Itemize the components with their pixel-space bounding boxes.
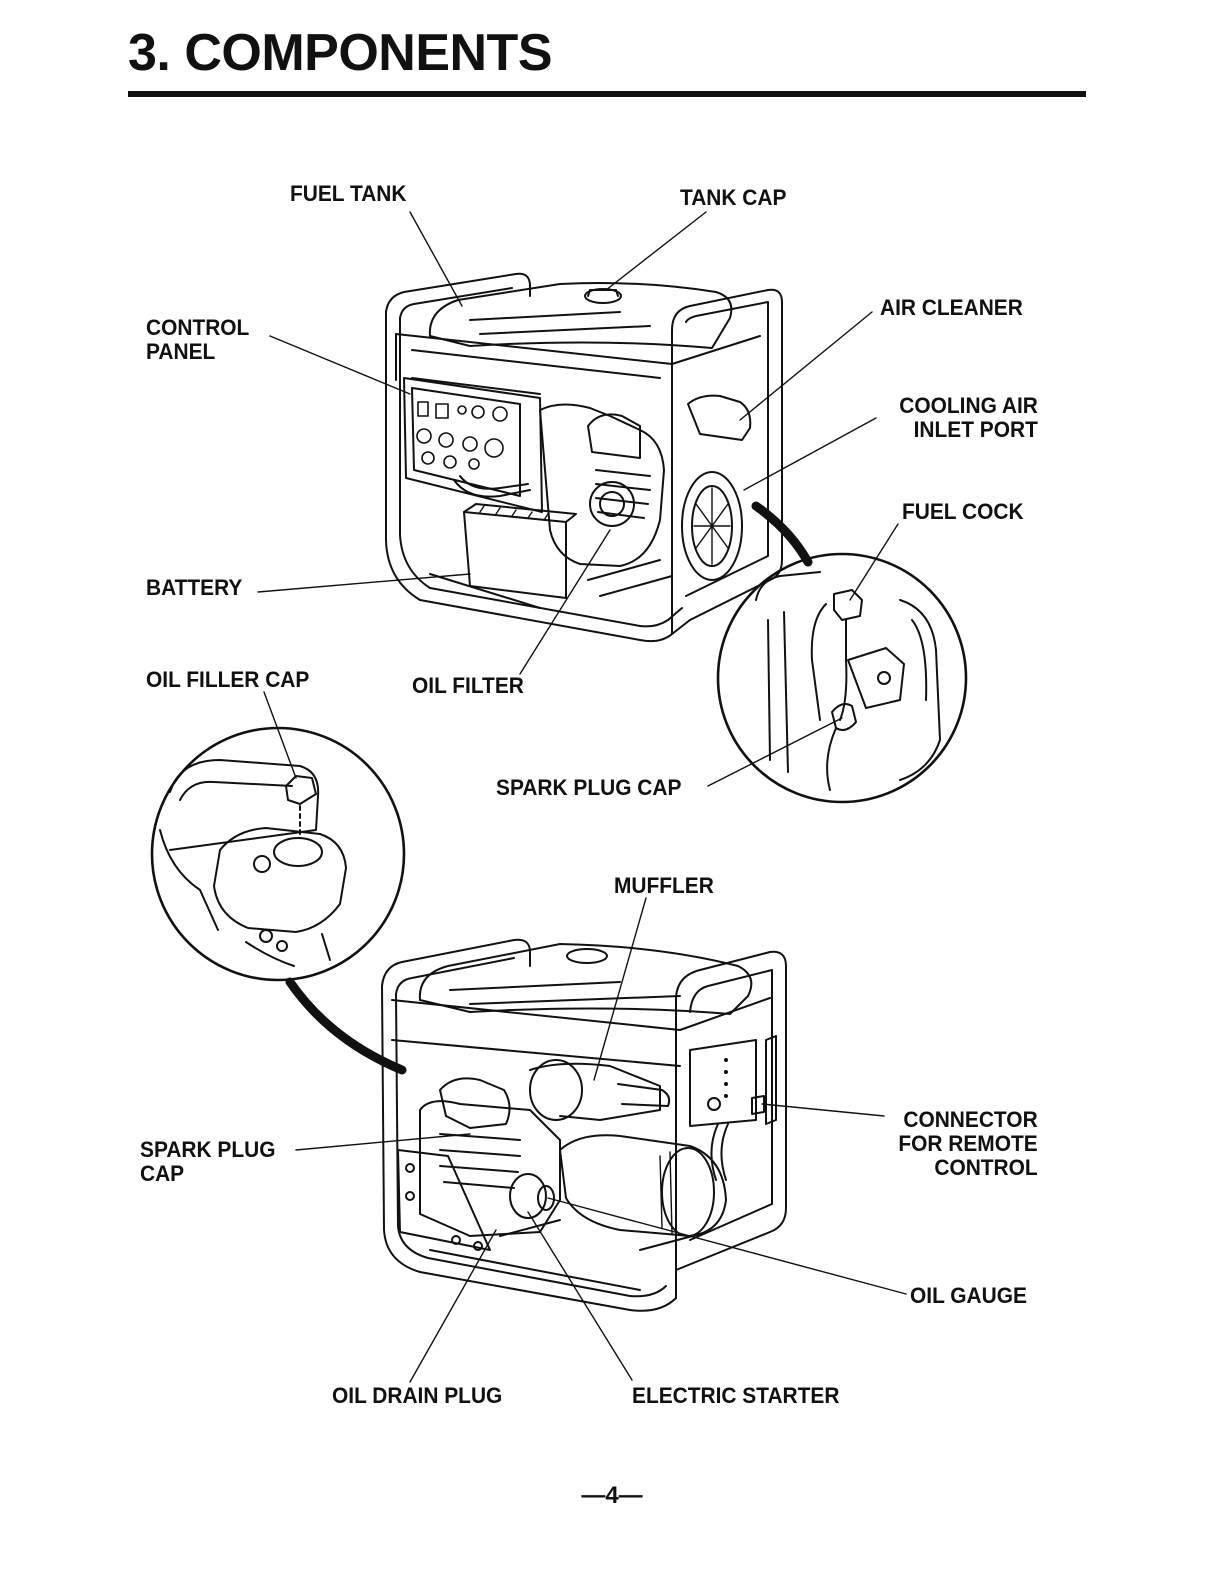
indicator-dots [724, 1058, 728, 1098]
frame-tube [400, 288, 512, 318]
label-oil-filler-cap: OIL FILLER CAP [146, 668, 309, 692]
wire [246, 934, 330, 966]
leader-oil-gauge [548, 1198, 906, 1294]
remote-control-box [690, 1040, 756, 1126]
frame-tube [382, 986, 676, 1311]
leader-connector-remote [762, 1104, 884, 1116]
plate-hole [406, 1164, 414, 1172]
leader-fuel-cock [850, 524, 898, 600]
detail-frame-tube [756, 572, 820, 772]
bolt [260, 930, 272, 942]
plate-hole [406, 1192, 414, 1200]
plate-hole [474, 1242, 482, 1250]
label-oil-filter: OIL FILTER [412, 674, 524, 698]
label-control-panel-line2: PANEL [146, 340, 249, 364]
leader-tank-cap [606, 212, 706, 290]
label-tank-cap: TANK CAP [680, 186, 786, 210]
label-spark-plug-cap-top: SPARK PLUG CAP [496, 776, 681, 800]
generator-inner-panel [412, 350, 660, 394]
label-battery: BATTERY [146, 576, 242, 600]
label-connector-line3: CONTROL [899, 1156, 1038, 1180]
carburetor-screw [878, 672, 890, 684]
label-connector-remote-control: CONNECTOR FOR REMOTE CONTROL [899, 1108, 1038, 1180]
base-skid [430, 560, 672, 608]
detail-engine [900, 600, 940, 780]
spark-plug-wire [827, 728, 836, 790]
detail-engine-housing [170, 760, 318, 850]
control-panel-outlets [417, 402, 507, 469]
frame-tube [382, 940, 530, 986]
engine-fins [440, 1134, 520, 1188]
generator-rear-view [382, 940, 786, 1311]
generator-front-view [386, 274, 782, 641]
fuel-tank-body [430, 283, 732, 348]
label-cooling-air-line1: COOLING AIR [899, 394, 1038, 418]
label-fuel-cock: FUEL COCK [902, 500, 1024, 524]
frame-tube [690, 970, 772, 1240]
tank-cap [567, 949, 607, 963]
carburetor [848, 648, 904, 708]
label-fuel-tank: FUEL TANK [290, 182, 406, 206]
muffler-body [530, 1060, 582, 1120]
bolt [254, 856, 270, 872]
leader-control-panel [270, 336, 410, 394]
fuel-tank-seam [470, 312, 650, 334]
label-cooling-air-line2: INLET PORT [899, 418, 1038, 442]
leader-electric-starter [528, 1212, 632, 1380]
tank-cap-ridges [588, 290, 618, 296]
page-number: —4— [0, 1482, 1224, 1510]
battery-box [464, 512, 566, 598]
label-electric-starter: ELECTRIC STARTER [632, 1384, 839, 1408]
label-control-panel-line1: CONTROL [146, 316, 249, 340]
detail-circle-oil-filler [152, 728, 404, 1070]
label-air-cleaner: AIR CLEANER [880, 296, 1023, 320]
hose [460, 476, 528, 489]
base-skid [430, 1220, 700, 1290]
label-oil-gauge: OIL GAUGE [910, 1284, 1027, 1308]
detail-circle-fuel-cock [718, 506, 966, 802]
oil-filter-inner [600, 492, 624, 516]
fuel-line [812, 604, 847, 720]
detail-engine-housing [160, 782, 292, 930]
leader-cooling-air [744, 418, 876, 490]
engine-head [588, 414, 640, 458]
label-connector-line1: CONNECTOR [899, 1108, 1038, 1132]
label-spark-plug-line1: SPARK PLUG [140, 1138, 275, 1162]
leader-muffler [594, 898, 646, 1080]
oil-filter [590, 482, 634, 526]
label-connector-line2: FOR REMOTE [899, 1132, 1038, 1156]
engine-block [420, 1101, 560, 1236]
generator-body [396, 334, 760, 416]
muffler-pipe [618, 1084, 669, 1106]
leader-fuel-tank [410, 212, 462, 306]
detail-connector [290, 982, 402, 1070]
remote-connector-plug [752, 1096, 764, 1114]
bolt [277, 941, 287, 951]
fuel-cock-valve [834, 590, 862, 620]
label-cooling-air-inlet-port: COOLING AIR INLET PORT [899, 394, 1038, 442]
leader-air-cleaner [740, 312, 872, 420]
label-oil-drain-plug: OIL DRAIN PLUG [332, 1384, 502, 1408]
air-cleaner-housing [688, 396, 750, 440]
leader-oil-drain-plug [410, 1230, 496, 1382]
oil-filler-opening [274, 838, 322, 866]
label-spark-plug-line2: CAP [140, 1162, 275, 1186]
fuel-tank-seam [450, 982, 680, 1004]
muffler-shell [530, 1064, 660, 1120]
cooling-fan-blades [694, 488, 730, 564]
engine-head [440, 1078, 510, 1128]
label-spark-plug-cap-bottom: SPARK PLUG CAP [140, 1138, 275, 1186]
remote-connector-port [708, 1098, 720, 1110]
label-control-panel: CONTROL PANEL [146, 316, 249, 364]
alternator-housing [560, 1135, 726, 1236]
oil-filler-cap-part [286, 776, 316, 804]
label-muffler: MUFFLER [614, 874, 714, 898]
